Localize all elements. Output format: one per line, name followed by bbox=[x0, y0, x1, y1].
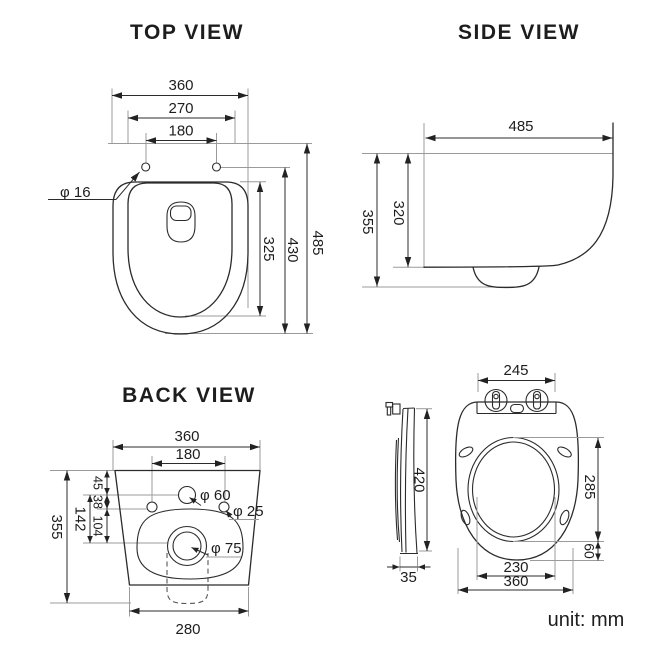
dim-label-top-180: 180 bbox=[168, 123, 193, 140]
outlet-hole bbox=[172, 531, 202, 561]
bowl-inner-rim bbox=[127, 182, 233, 318]
hinge-cap-right bbox=[525, 388, 549, 413]
dim-label-485: 485 bbox=[309, 230, 326, 255]
dim-label-245: 245 bbox=[503, 362, 528, 379]
flush-outlet-outline bbox=[166, 201, 196, 243]
hidden-outlet-dashed bbox=[166, 553, 209, 605]
bumper-slot bbox=[460, 509, 471, 526]
dim-label-230: 230 bbox=[503, 559, 528, 576]
dim-label-phi60: φ 60 bbox=[200, 487, 231, 504]
unit-label: unit: mm bbox=[548, 609, 625, 631]
dim-label-35: 35 bbox=[400, 569, 417, 586]
hinge-pin-head bbox=[385, 401, 394, 408]
back-view: BACK VIEW 360 180 45 38 104 bbox=[48, 384, 264, 638]
lid-top-edge bbox=[402, 407, 415, 410]
dim-label-back-360: 360 bbox=[174, 428, 199, 445]
dim-label-38: 38 bbox=[91, 495, 105, 509]
dim-label-60: 60 bbox=[582, 543, 598, 559]
dim-label-top-360: 360 bbox=[168, 77, 193, 94]
hinge-pin-shaft bbox=[386, 406, 392, 416]
dim-label-phi16: φ 16 bbox=[60, 184, 91, 201]
dim-label-142: 142 bbox=[72, 506, 89, 531]
back-recess-outline bbox=[136, 508, 244, 580]
seat-fixing-hole-left bbox=[141, 162, 151, 172]
hinge-screw-right bbox=[534, 393, 540, 400]
lid-profile-line bbox=[413, 407, 418, 554]
leader-arrow bbox=[191, 547, 209, 556]
bowl-outer-outline bbox=[112, 181, 249, 335]
water-inlet-hole bbox=[177, 485, 197, 505]
bumper-slot bbox=[559, 509, 570, 526]
hinge-screw-left bbox=[493, 393, 499, 400]
dim-label-104: 104 bbox=[91, 516, 105, 537]
dim-label-phi75: φ 75 bbox=[211, 540, 242, 557]
dim-label-45: 45 bbox=[91, 476, 105, 490]
dim-label-seat-360: 360 bbox=[503, 573, 528, 590]
seat-outer-outline bbox=[454, 401, 580, 561]
leader-arrow bbox=[115, 171, 140, 200]
back-view-title: BACK VIEW bbox=[122, 384, 256, 407]
seat-ring-profile bbox=[394, 439, 399, 541]
hinge-bracket bbox=[392, 403, 401, 415]
wall-bolt-hole-left bbox=[146, 501, 158, 513]
dim-label-back-355: 355 bbox=[48, 514, 65, 539]
dim-label-side-320: 320 bbox=[390, 200, 407, 225]
lid-profile-line bbox=[400, 408, 404, 553]
dim-label-420: 420 bbox=[411, 467, 428, 492]
side-view: SIDE VIEW 485 355 320 bbox=[359, 21, 614, 289]
bumper-slot bbox=[557, 446, 572, 458]
seat-opening-outer bbox=[467, 436, 560, 543]
dim-label-side-485: 485 bbox=[508, 118, 533, 135]
hinge-cap-left bbox=[484, 388, 508, 413]
bowl-profile-outline bbox=[423, 122, 614, 268]
seat-view: 420 35 245 bbox=[385, 362, 604, 594]
outlet-recess bbox=[166, 525, 208, 567]
seat-ring-profile bbox=[396, 437, 401, 543]
seat-fixing-hole-right bbox=[211, 162, 222, 172]
dim-label-phi25: φ 25 bbox=[233, 503, 264, 520]
dim-label-430: 430 bbox=[284, 237, 301, 262]
seat-opening-inner bbox=[471, 441, 556, 538]
dim-label-back-180: 180 bbox=[175, 446, 200, 463]
dim-label-top-270: 270 bbox=[168, 100, 193, 117]
dim-label-325: 325 bbox=[260, 236, 277, 261]
leader-arrow bbox=[225, 510, 233, 518]
bumper-slot bbox=[458, 446, 474, 458]
hinge-slot-right bbox=[532, 390, 542, 410]
top-view: TOP VIEW 360 270 180 φ 16 325 bbox=[48, 21, 326, 335]
hinge-slot-left bbox=[491, 390, 501, 410]
hinge-center-slot bbox=[509, 403, 525, 414]
lid-profile-line bbox=[404, 408, 409, 553]
dim-label-side-355: 355 bbox=[359, 209, 376, 234]
dim-label-285: 285 bbox=[581, 474, 598, 499]
side-view-title: SIDE VIEW bbox=[458, 21, 580, 44]
outlet-bump-profile bbox=[472, 266, 540, 289]
back-body-outline bbox=[114, 469, 261, 586]
seat-side-profile: 420 35 bbox=[385, 401, 432, 586]
wall-bolt-hole-right bbox=[218, 501, 230, 513]
dim-label-280: 280 bbox=[175, 621, 200, 638]
seat-front-view: 245 285 bbox=[454, 362, 604, 594]
top-view-title: TOP VIEW bbox=[130, 21, 244, 44]
flush-outlet-inner bbox=[169, 205, 192, 222]
leader-arrow bbox=[189, 497, 202, 506]
